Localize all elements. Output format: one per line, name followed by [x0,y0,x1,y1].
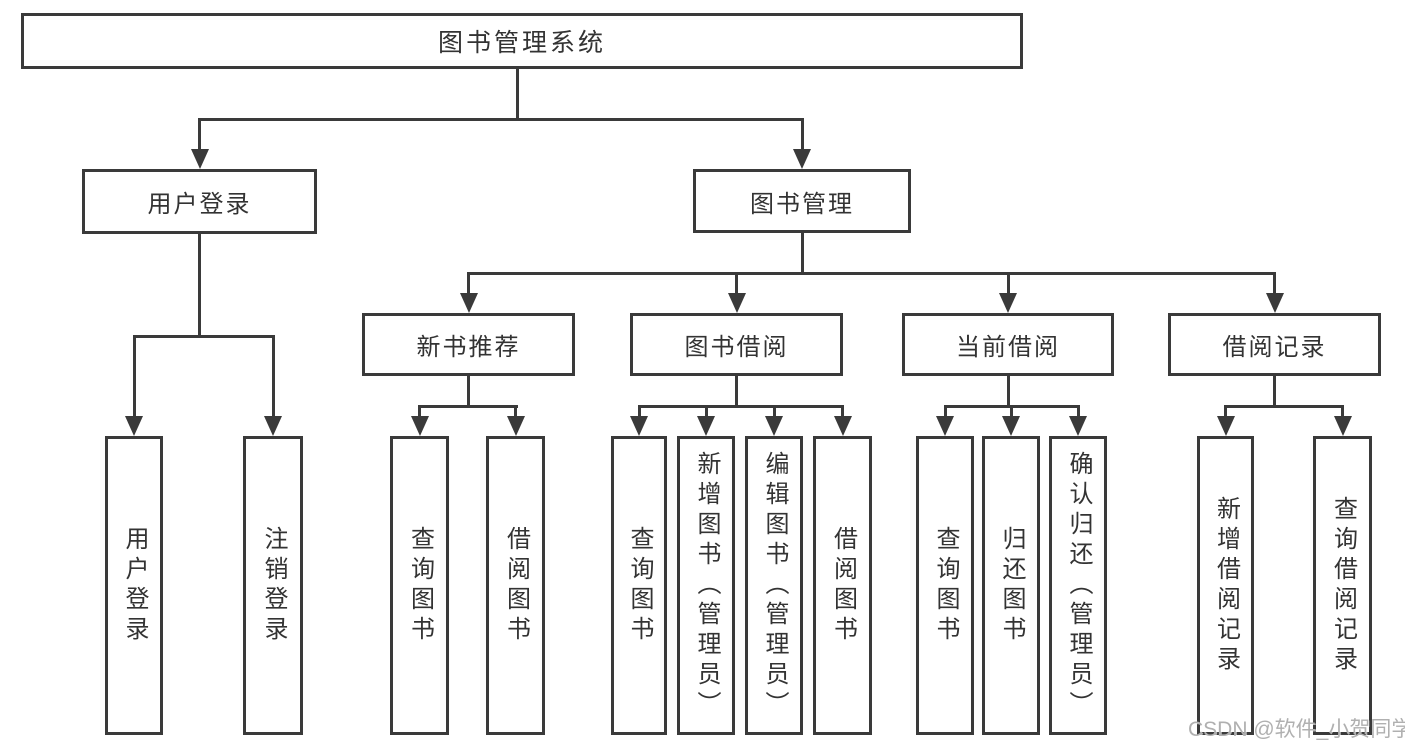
leaf-label: 归还图书 [998,525,1025,646]
connector-line [1273,274,1276,295]
arrow-head-icon [459,293,478,313]
arrow-head-icon [936,416,954,436]
connector-line [418,407,421,418]
leaf-label: 查询图书 [932,525,959,646]
arrow-head-icon [630,416,648,436]
node-label: 新书推荐 [416,334,521,361]
connector-line [1009,407,1013,418]
leaf-edit-books-admin: 编辑图书（管理员） [745,436,803,735]
leaf-query-books: 查询图书 [390,436,449,735]
connector-line [841,407,844,418]
arrow-head-icon [1216,416,1235,436]
leaf-label: 借阅图书 [829,525,857,646]
connector-line [704,407,708,418]
node-book-management: 图书管理 [693,169,911,233]
connector-line [800,233,804,274]
connector-line [467,274,470,295]
arrow-head-icon [190,149,209,169]
connector-line [800,120,804,151]
node-borrow-records: 借阅记录 [1168,313,1381,376]
node-label: 用户登录 [147,191,252,218]
arrow-head-icon [1002,416,1020,436]
connector-line [735,376,738,407]
connector-line [515,69,519,118]
leaf-label: 新增借阅记录 [1212,495,1240,676]
leaf-label: 查询图书 [626,525,653,646]
connector-line [1273,376,1276,407]
node-label: 图书借阅 [684,334,789,361]
arrow-head-icon [506,416,525,436]
connector-line [1341,407,1344,418]
leaf-logout: 注销登录 [243,436,303,735]
node-library-management-system: 图书管理系统 [21,13,1023,69]
arrow-head-icon [1069,416,1087,436]
arrow-head-icon [765,416,783,436]
connector-line [637,407,641,418]
connector-line [132,337,136,417]
connector-line [1224,407,1227,418]
arrow-head-icon [1333,416,1352,436]
connector-line [943,407,947,418]
connector-line [772,407,776,418]
leaf-label: 借阅图书 [502,525,530,646]
leaf-label: 用户登录 [121,525,148,646]
arrow-head-icon [793,149,811,169]
node-label: 借阅记录 [1222,334,1327,361]
leaf-return-books: 归还图书 [982,436,1040,735]
leaf-add-borrow-record: 新增借阅记录 [1197,436,1254,735]
connector-line [467,272,1276,275]
arrow-head-icon [727,293,746,313]
leaf-confirm-return-admin: 确认归还（管理员） [1049,436,1107,735]
leaf-query-borrow-record: 查询借阅记录 [1313,436,1372,735]
arrow-head-icon [697,416,715,436]
leaf-label: 查询借阅记录 [1329,495,1357,676]
arrow-head-icon [999,293,1017,313]
node-label: 当前借阅 [956,334,1060,361]
connector-line [467,376,470,407]
connector-line [1224,405,1344,408]
node-current-borrow: 当前借阅 [902,313,1114,376]
connector-line [132,335,275,338]
leaf-borrow-books: 借阅图书 [486,436,545,735]
arrow-head-icon [833,416,852,436]
connector-line [1006,274,1010,295]
connector-line [514,407,517,418]
leaf-label: 查询图书 [406,525,434,646]
node-new-book-recommend: 新书推荐 [362,313,575,376]
connector-line [1006,376,1010,407]
leaf-query-books: 查询图书 [916,436,974,735]
connector-line [943,405,1080,408]
arrow-head-icon [410,416,429,436]
leaf-query-books: 查询图书 [611,436,667,735]
connector-line [735,274,738,295]
leaf-label: 注销登录 [260,525,287,646]
csdn-watermark: CSDN @软件_小贺同学 [1188,718,1405,741]
connector-line [1076,407,1080,418]
node-label: 图书管理系统 [437,29,606,57]
leaf-label: 确认归还（管理员） [1065,450,1092,721]
node-user-login: 用户登录 [82,169,317,234]
node-book-borrow: 图书借阅 [630,313,843,376]
arrow-head-icon [1265,293,1284,313]
node-label: 图书管理 [750,190,854,218]
connector-line [271,337,275,417]
connector-line [637,405,844,408]
leaf-user-login: 用户登录 [105,436,163,735]
connector-line [198,120,201,151]
leaf-label: 新增图书（管理员） [693,450,720,721]
connector-line [198,118,804,121]
leaf-label: 编辑图书（管理员） [761,450,788,721]
connector-line [198,234,201,337]
connector-line [418,405,518,408]
arrow-head-icon [125,416,143,436]
leaf-add-books-admin: 新增图书（管理员） [677,436,735,735]
arrow-head-icon [264,416,282,436]
leaf-borrow-books: 借阅图书 [813,436,872,735]
